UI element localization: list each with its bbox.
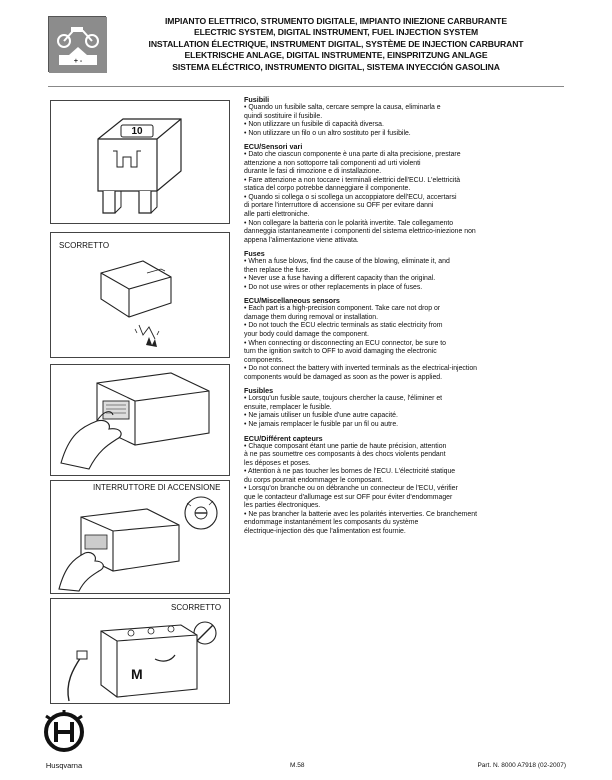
instructions-text: Fusibili • Quando un fusibile salta, cer… (244, 95, 564, 541)
section-line: • Attention à ne pas toucher les bornes … (244, 468, 456, 476)
section-line: statica del corpo potrebbe danneggiare i… (244, 185, 411, 193)
section-line: • Do not connect the battery with invert… (244, 365, 477, 373)
ignition-switch-label: INTERRUTTORE DI ACCENSIONE (93, 483, 221, 492)
section-line: your body could damage the component. (244, 331, 369, 339)
section-fuses-en: Fuses • When a fuse blows, find the caus… (244, 249, 564, 292)
fuse-figure: 10 (50, 100, 230, 224)
page-number: M.58 (290, 762, 305, 769)
section-line: • Lorsqu'on branche ou on débranche un c… (244, 485, 458, 493)
section-line: di portare l'interruttore di accensione … (244, 202, 434, 210)
section-line: danneggia istantaneamente i componenti d… (244, 228, 476, 236)
section-line: endommage instantanément les composants … (244, 519, 419, 527)
section-line: appena l'alimentazione viene attivata. (244, 236, 359, 244)
title-en: ELECTRIC SYSTEM, DIGITAL INSTRUMENT, FUE… (193, 27, 479, 38)
husqvarna-logo: Husqvarna (34, 708, 94, 772)
section-line: à ne pas soumettre ces composants à des … (244, 451, 446, 459)
section-line: • Quando un fusibile salta, cercare semp… (244, 104, 441, 111)
section-ecu-fr: ECU/Différent capteurs • Chaque composan… (244, 434, 564, 537)
section-line: then replace the fuse. (244, 266, 311, 274)
icon-sign: + - (74, 58, 83, 65)
section-title: Fuses (244, 249, 265, 259)
title-fr: INSTALLATION ÉLECTRIQUE, INSTRUMENT DIGI… (148, 38, 524, 49)
brand-name: Husqvarna (46, 761, 83, 770)
section-line: components. (244, 356, 284, 364)
incorrect-label: SCORRETTO (59, 241, 110, 250)
fuse-rating-label: 10 (131, 126, 143, 137)
title-de: ELEKTRISCHE ANLAGE, DIGITAL INSTRUMENTE,… (184, 50, 488, 61)
section-line: • Ne jamais utiliser un fusible d'une au… (244, 412, 398, 420)
section-line: • Fare attenzione a non toccare i termin… (244, 176, 461, 184)
section-line: turn the ignition switch to OFF to avoid… (244, 348, 437, 356)
battery-letter: M (131, 666, 143, 682)
section-line: alle parti elettroniche. (244, 211, 310, 219)
section-line: • Each part is a high-precision componen… (244, 305, 441, 313)
section-fusibles-fr: Fusibles • Lorsqu'un fusible saute, touj… (244, 386, 564, 429)
section-ecu-it: ECU/Sensori vari • Dato che ciascun comp… (244, 142, 564, 245)
section-line: • Ne pas brancher la batterie avec les p… (244, 510, 477, 518)
section-line: • When a fuse blows, find the cause of t… (244, 258, 450, 266)
section-line: du corps pourrait endommager le composan… (244, 476, 384, 484)
title-it: IMPIANTO ELETTRICO, STRUMENTO DIGITALE, … (165, 16, 507, 26)
section-line: les déposes et poses. (244, 459, 311, 467)
section-title: Fusibili (244, 95, 270, 104)
section-line: • Ne jamais remplacer le fusible par un … (244, 420, 399, 428)
section-line: • Chaque composant étant une partie de h… (244, 442, 447, 450)
section-line: • Do not use wires or other replacements… (244, 283, 423, 291)
section-line: durante le fasi di rimozione e di instal… (244, 168, 382, 176)
section-line: attenzione a non sottoporre tali compone… (244, 159, 421, 167)
section-line: • When connecting or disconnecting an EC… (244, 339, 446, 347)
section-line: • Never use a fuse having a different ca… (244, 275, 436, 283)
section-line: électrique-injection dès que l'alimentat… (244, 527, 406, 535)
section-title: ECU/Différent capteurs (244, 433, 323, 443)
section-title: ECU/Sensori vari (244, 142, 303, 152)
part-number: Part. N. 8000 A7918 (02-2007) (477, 762, 566, 769)
section-line: • Non utilizzare un filo o un altro sost… (244, 129, 411, 137)
section-title: ECU/Miscellaneous sensors (244, 296, 340, 306)
section-line: ensuite, remplacer le fusible. (244, 403, 332, 411)
ecu-touch-figure (50, 364, 230, 476)
section-title: Fusibles (244, 386, 274, 396)
ecu-drop-figure: SCORRETTO (50, 232, 230, 358)
title-es: SISTEMA ELÉCTRICO, INSTRUMENTO DIGITAL, … (172, 61, 500, 72)
section-ecu-en: ECU/Miscellaneous sensors • Each part is… (244, 296, 564, 382)
section-line: • Do not touch the ECU electric terminal… (244, 322, 443, 330)
section-line: • Lorsqu'un fusible saute, toujours cher… (244, 395, 443, 403)
header-titles: IMPIANTO ELETTRICO, STRUMENTO DIGITALE, … (112, 16, 560, 73)
header-divider (48, 86, 564, 87)
section-line: • Non utilizzare un fusibile di capacità… (244, 121, 384, 129)
section-line: quindi sostituire il fusibile. (244, 112, 323, 120)
section-line: components would be damaged as soon as t… (244, 373, 443, 381)
section-line: • Quando si collega o si scollega un acc… (244, 193, 457, 201)
section-line: • Dato che ciascun componente è una part… (244, 151, 461, 159)
incorrect-label-2: SCORRETTO (171, 603, 222, 612)
section-line: damage them during removal or installati… (244, 313, 379, 321)
section-fusibili-it: Fusibili • Quando un fusibile salta, cer… (244, 95, 564, 138)
section-line: • Non collegare la batteria con le polar… (244, 219, 454, 227)
section-line: que le contacteur d'allumage est sur OFF… (244, 493, 453, 501)
battery-figure: SCORRETTO M (50, 598, 230, 704)
electric-system-section-icon: + - (48, 16, 107, 73)
section-line: les parties électroniques. (244, 502, 321, 510)
ignition-switch-figure: INTERRUTTORE DI ACCENSIONE (50, 480, 230, 594)
